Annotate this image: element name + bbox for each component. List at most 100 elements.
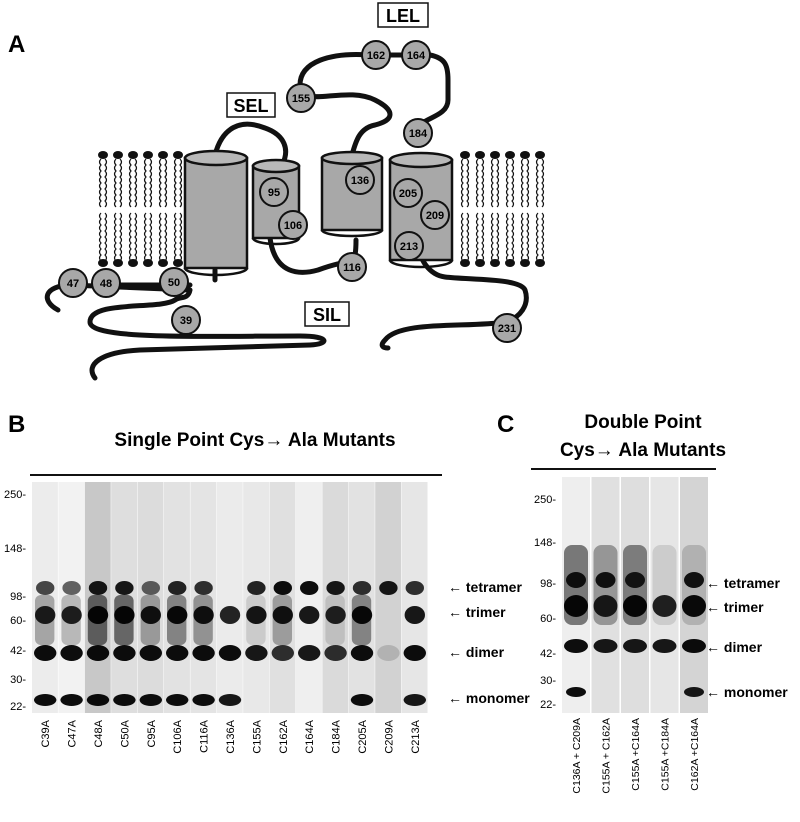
- lipid-tail: [158, 158, 162, 208]
- panel-c-title-line2: Cys→ Ala Mutants: [560, 440, 726, 461]
- blot-lane: [348, 482, 375, 713]
- lipid-tail: [113, 158, 117, 208]
- panel-c-band-labels: ← tetramer← trimer← dimer← monomer: [706, 575, 788, 700]
- tetramer-band: [141, 581, 160, 595]
- monomer-band: [566, 687, 586, 697]
- residue-c164: 164: [401, 40, 431, 70]
- trimer-band: [61, 606, 82, 624]
- lipid-tail: [511, 158, 515, 208]
- residue-label: 209: [426, 210, 444, 222]
- lipid-tail: [98, 212, 102, 262]
- lipid-tail: [475, 212, 479, 262]
- lane-background: [296, 482, 322, 713]
- lipid-tail: [535, 212, 539, 262]
- mw-marker: 42-: [10, 645, 26, 657]
- lipid-tail: [134, 158, 138, 208]
- monomer-band: [34, 694, 57, 706]
- lipid-tail: [481, 212, 485, 262]
- tetramer-band: [352, 581, 372, 595]
- trimer-band: [193, 606, 214, 624]
- mw-marker: 30-: [10, 674, 26, 686]
- dimer-band: [298, 645, 321, 661]
- transmembrane-helix-3: [320, 150, 384, 238]
- left-lipid-bilayer: [98, 151, 183, 267]
- lane-label: C213A: [410, 719, 422, 753]
- lipid-tail: [134, 212, 138, 262]
- lane-label: C162A +C164A: [689, 718, 701, 791]
- monomer-band: [403, 694, 426, 706]
- lipid-tail: [143, 212, 147, 262]
- lane-label: C155A +C184A: [660, 718, 672, 791]
- trimer-band: [682, 595, 706, 617]
- lel-label-box: LEL: [377, 2, 429, 28]
- band-label: ← monomer: [448, 690, 530, 706]
- lane-background: [32, 482, 58, 713]
- monomer-band: [113, 694, 136, 706]
- mw-marker: 148-: [4, 543, 26, 555]
- panel-c-title-line1: Double Point: [584, 412, 702, 433]
- residue-c48: 48: [91, 268, 121, 298]
- lipid-tail: [526, 158, 530, 208]
- lipid-tail: [475, 158, 479, 208]
- panel-b-band-labels: ← tetramer ← trimer ← dimer ← monomer: [448, 579, 530, 706]
- band-label: ← tetramer: [448, 579, 522, 595]
- lane-label: C205A: [357, 719, 369, 753]
- lipid-tail: [490, 212, 494, 262]
- tetramer-band: [300, 581, 319, 595]
- residue-label: 184: [409, 128, 428, 140]
- residue-c106: 106: [278, 210, 308, 240]
- trimer-band: [299, 606, 320, 624]
- monomer-band: [350, 694, 374, 706]
- tetramer-band: [595, 572, 616, 588]
- trimer-band: [593, 595, 618, 617]
- tetramer-band: [273, 581, 292, 595]
- dimer-band: [324, 645, 347, 661]
- lipid-tail: [164, 212, 168, 262]
- lane-label: C136A + C209A: [571, 718, 583, 794]
- lipid-head: [158, 259, 168, 267]
- trimer-band: [140, 606, 161, 624]
- mw-marker: 60-: [10, 615, 26, 627]
- mw-marker: 42-: [540, 648, 556, 660]
- lipid-tail: [466, 212, 470, 262]
- lane-label: C164A: [304, 719, 316, 753]
- blot-lane: [296, 482, 322, 713]
- band-label: ← trimer: [448, 604, 506, 620]
- lane-background: [243, 482, 270, 713]
- trimer-band: [272, 606, 293, 624]
- monomer-band: [192, 694, 215, 706]
- lipid-tail: [460, 212, 464, 262]
- residue-label: 231: [498, 323, 516, 335]
- monomer-band: [218, 694, 242, 706]
- monomer-band: [166, 694, 189, 706]
- lane-label: C48A: [93, 719, 105, 747]
- transmembrane-helix-1: [183, 149, 249, 277]
- lane-label: C50A: [119, 719, 131, 747]
- tetramer-band: [566, 572, 586, 588]
- lane-background: [190, 482, 217, 713]
- lipid-tail: [505, 212, 509, 262]
- lipid-head: [520, 259, 530, 267]
- lane-background: [164, 482, 190, 713]
- lipid-tail: [143, 158, 147, 208]
- monomer-band: [60, 694, 83, 706]
- lipid-tail: [98, 158, 102, 208]
- lipid-tail: [119, 212, 123, 262]
- residue-c50: 50: [159, 267, 189, 297]
- blot-lane: [322, 482, 349, 713]
- lane-background: [348, 482, 375, 713]
- lipid-tail: [128, 212, 132, 262]
- blot-lane: [111, 482, 138, 713]
- lipid-head: [475, 259, 485, 267]
- tetramer-band: [36, 581, 55, 595]
- trimer-band: [167, 606, 188, 624]
- lipid-head: [475, 151, 485, 159]
- dimer-band: [192, 645, 215, 661]
- lane-background: [375, 482, 402, 713]
- mw-marker: 22-: [10, 701, 26, 713]
- residue-label: 50: [168, 277, 180, 289]
- lipid-tail: [505, 158, 509, 208]
- band-label: ← dimer: [448, 644, 505, 660]
- panel-c-blot: [562, 477, 708, 713]
